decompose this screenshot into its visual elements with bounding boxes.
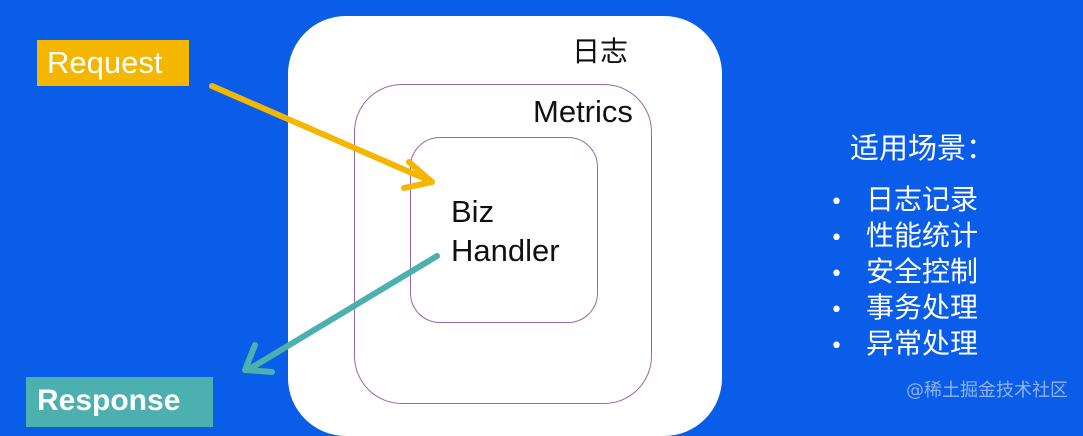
bullet-icon: •: [830, 298, 843, 323]
bullet-icon: •: [830, 334, 843, 359]
scenario-item-logging: • 日志记录: [830, 182, 978, 218]
biz-handler-layer: [410, 137, 598, 323]
request-arrow: [209, 83, 435, 191]
biz-handler-label-line2: Handler: [451, 233, 560, 268]
watermark: @稀土掘金技术社区: [906, 380, 1068, 401]
scenarios-list: • 日志记录 • 性能统计 • 安全控制 • 事务处理 • 异常处理: [830, 182, 978, 362]
scenario-item-label: 性能统计: [866, 219, 979, 252]
metrics-layer-label: Metrics: [533, 94, 633, 129]
scenario-item-label: 安全控制: [866, 255, 979, 288]
bullet-icon: •: [830, 262, 843, 287]
biz-handler-label-line1: Biz: [451, 194, 495, 229]
bullet-icon: •: [830, 226, 843, 251]
scenario-item-transaction: • 事务处理: [830, 290, 978, 326]
scenario-item-security: • 安全控制: [830, 254, 978, 290]
request-label: Request: [37, 40, 189, 86]
scenario-item-label: 日志记录: [866, 183, 979, 216]
log-layer-label: 日志: [572, 35, 629, 68]
scenario-item-label: 异常处理: [866, 327, 979, 360]
scenarios-title: 适用场景：: [850, 131, 996, 165]
flow-arrows: [209, 83, 440, 375]
scenario-item-exception: • 异常处理: [830, 326, 978, 362]
bullet-icon: •: [830, 190, 843, 215]
response-arrow: [242, 253, 440, 375]
biz-handler-label: Biz Handler: [451, 192, 560, 270]
metrics-layer: [354, 84, 652, 404]
scenario-item-performance: • 性能统计: [830, 218, 978, 254]
response-label: Response: [26, 377, 213, 427]
scenario-item-label: 事务处理: [866, 291, 979, 324]
